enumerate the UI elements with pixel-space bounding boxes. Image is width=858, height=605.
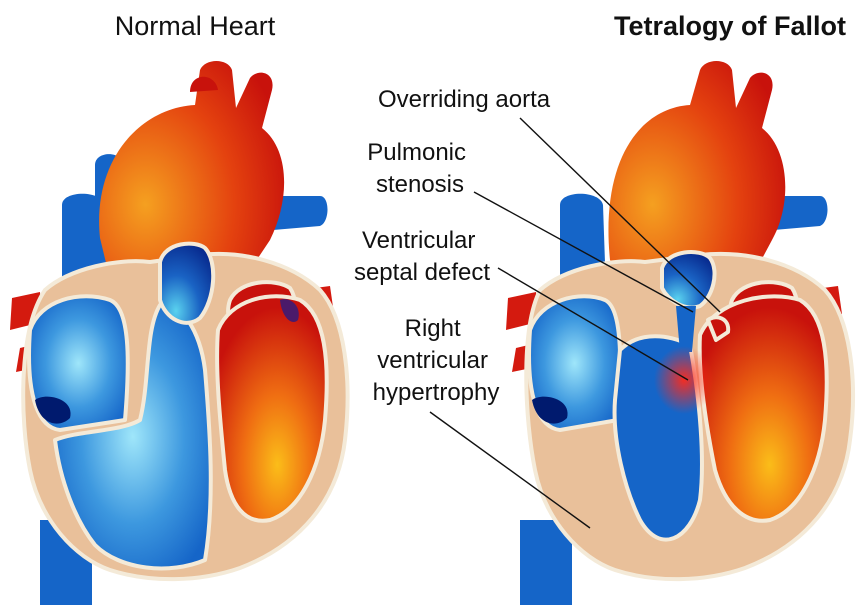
tof-heart-illustration [506,61,853,605]
label-right-ventricular-hypertrophy: Right ventricular hypertrophy [373,315,500,406]
pulmonary-outflow [160,244,213,323]
title-normal-heart: Normal Heart [115,11,276,41]
tof-vsd-highlight [654,346,714,414]
title-tetralogy-of-fallot: Tetralogy of Fallot [614,11,846,41]
label-ventricular-septal-defect: Ventricular septal defect [354,227,490,286]
label-overriding-aorta: Overriding aorta [378,86,551,113]
label-pulmonic-stenosis: Pulmonic stenosis [367,139,472,198]
normal-heart-illustration [10,61,348,605]
